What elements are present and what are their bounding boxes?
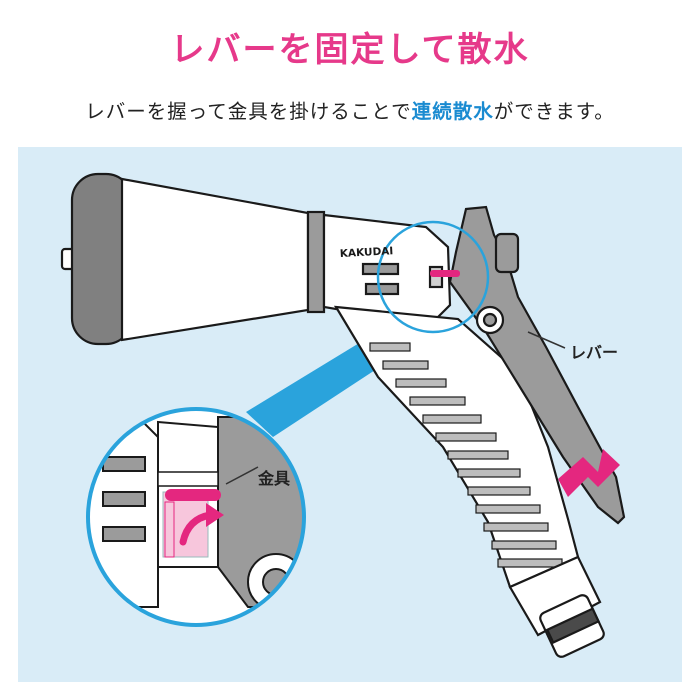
- fitting-arm: [164, 501, 175, 558]
- diagram-panel: KAKUDAI レバー 金具: [18, 147, 682, 682]
- fitting-label: 金具: [258, 469, 291, 488]
- subtitle-highlight: 連続散水: [411, 100, 494, 123]
- lever: [448, 205, 626, 525]
- magnified-border: [86, 407, 306, 627]
- hose-connector: [508, 555, 605, 658]
- fitting-leader: [225, 466, 259, 485]
- fitting-hook: [430, 270, 460, 277]
- nozzle-head: [60, 172, 326, 346]
- page-title: レバーを固定して散水: [170, 30, 530, 70]
- press-arrow-icon: [558, 449, 620, 497]
- lever-leader: [527, 331, 566, 349]
- page-subtitle: レバーを握って金具を掛けることで連続散水ができます。: [0, 95, 700, 124]
- subtitle-text-before: レバーを握って金具を掛けることで: [85, 100, 412, 123]
- nozzle-illustration: KAKUDAI: [18, 147, 682, 682]
- subtitle-text-after: ができます。: [493, 100, 615, 123]
- lever-label: レバー: [570, 343, 619, 362]
- rotate-arrow-head: [206, 503, 224, 527]
- callout-circle: [376, 220, 490, 334]
- brand-label: KAKUDAI: [340, 245, 394, 260]
- fitting-hook-magnified: [165, 489, 221, 501]
- nozzle-body: [322, 213, 452, 327]
